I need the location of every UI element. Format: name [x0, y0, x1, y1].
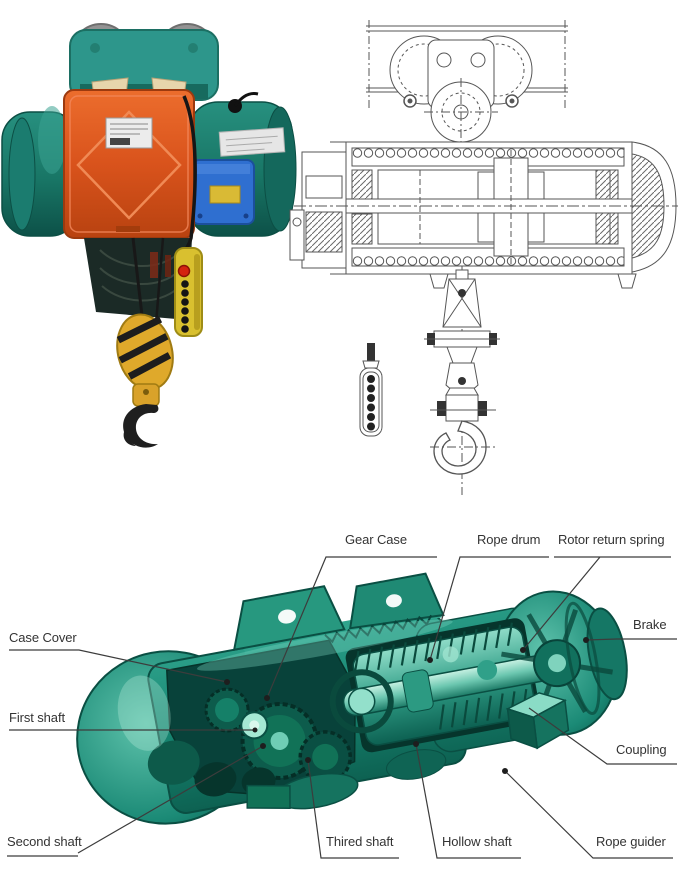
- wire-rope: [131, 237, 145, 325]
- label-rope-drum: Rope drum: [477, 532, 541, 547]
- pendant-cable: [182, 95, 197, 251]
- leader-case-cover: [9, 649, 228, 683]
- pendant-control: [174, 247, 203, 337]
- hook-assembly-drawing: [424, 266, 500, 495]
- leader-rope-guider: [504, 770, 673, 859]
- hoist-section-drawing: [289, 141, 678, 289]
- callout-dots: [224, 637, 589, 774]
- label-case-cover: Case Cover: [9, 630, 77, 645]
- cutaway-machine: [76, 572, 628, 825]
- gear-train: [204, 687, 352, 784]
- label-second-shaft: Second shaft: [7, 834, 82, 849]
- leader-rope-drum: [429, 556, 549, 661]
- label-rope-guider: Rope guider: [596, 834, 666, 849]
- label-coupling: Coupling: [616, 742, 667, 757]
- label-gear-case: Gear Case: [345, 532, 407, 547]
- label-first-shaft: First shaft: [9, 710, 65, 725]
- callout-lines: [7, 556, 677, 859]
- hook-block: [116, 313, 174, 448]
- leader-rotor-return-spring: [522, 556, 671, 651]
- label-brake: Brake: [633, 617, 667, 632]
- leader-gear-case: [266, 556, 437, 699]
- label-hollow-shaft: Hollow shaft: [442, 834, 512, 849]
- leader-second-shaft: [7, 745, 264, 857]
- pendant-drawing: [359, 343, 383, 437]
- leader-hollow-shaft: [415, 743, 521, 859]
- trolley-drawing: [389, 35, 533, 148]
- leader-thired-shaft: [307, 759, 399, 859]
- emergency-stop-button: [177, 264, 191, 278]
- label-thired-shaft: Thired shaft: [326, 834, 394, 849]
- label-rotor-return-spring: Rotor return spring: [558, 532, 665, 547]
- leader-coupling: [528, 707, 677, 765]
- leader-brake: [585, 638, 677, 641]
- gear-case-cover: [63, 89, 195, 239]
- drum-housing: [1, 106, 79, 237]
- beam-rail: [366, 20, 568, 108]
- hook-icon: [123, 404, 159, 448]
- rotor-return-spring-part: [501, 601, 613, 718]
- wire-rope: [154, 237, 165, 325]
